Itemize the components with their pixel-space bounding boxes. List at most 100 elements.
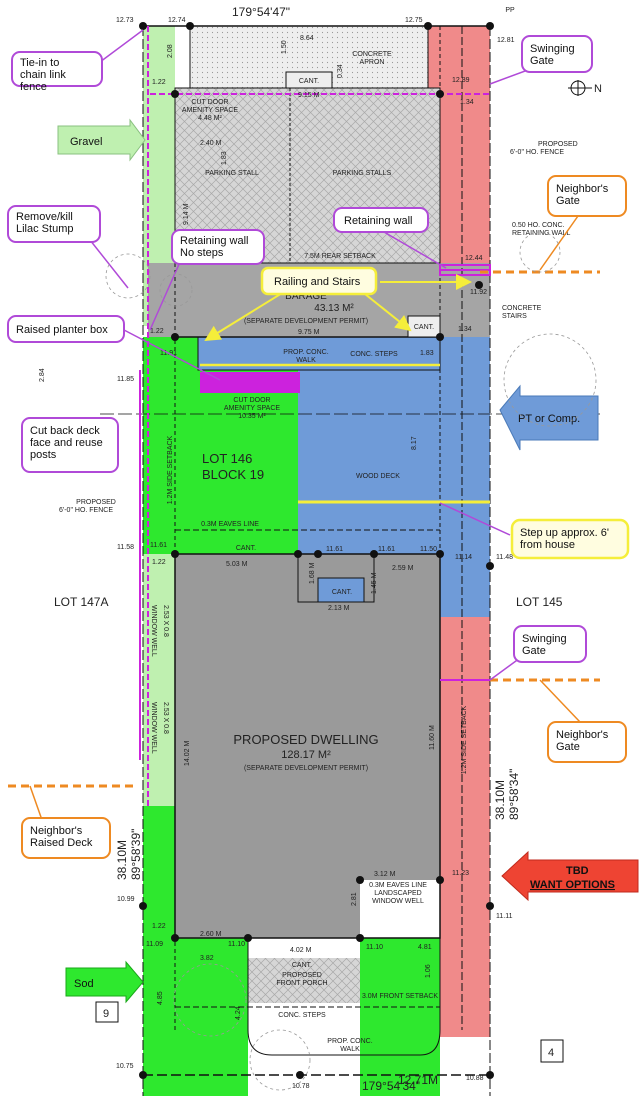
eaves-label: 0.3M EAVES LINE	[201, 521, 259, 528]
front-porch	[248, 958, 360, 1003]
red-strip-lower	[440, 617, 490, 1037]
dimension-labels: 12.73 12.74 12.75 12.81 8.64 1.50 0.34 2…	[39, 17, 515, 1090]
callout-raised-planter-text: Raised planter box	[16, 324, 108, 336]
dim: 12.44	[465, 255, 483, 262]
rear-setback-label: 7.5M REAR SETBACK	[304, 253, 376, 260]
dwelling-area: 128.17 M²	[281, 749, 331, 761]
gravel-arrow	[57, 118, 146, 162]
cant-label: CANT.	[299, 78, 319, 85]
tree-outlines	[105, 231, 597, 1091]
dim: 12.74	[168, 17, 186, 24]
amenity-mid-label: 10.35 M²	[238, 413, 266, 420]
retaining-wall-spec: 0.50 HO. CONC.	[512, 222, 565, 229]
dim: 10.75	[116, 1063, 134, 1070]
raised-planter-box	[200, 372, 300, 393]
proposed-fence-right: PROPOSED	[538, 141, 578, 148]
eaves-front-label: WINDOW WELL	[372, 898, 424, 905]
lot-labels: LOT 147A LOT 145 LOT 146 BLOCK 19	[54, 451, 563, 609]
dim: 12.81	[497, 37, 515, 44]
gravel-text: Gravel	[70, 136, 102, 148]
dim: 4.85	[157, 991, 164, 1005]
dim: 10.78	[292, 1083, 310, 1090]
dim: 1.34	[460, 99, 474, 106]
dim: 2.81	[351, 892, 358, 906]
dim: 11.10	[366, 944, 383, 951]
prop-walk-label: WALK	[296, 357, 316, 364]
callout-raised-planter	[7, 315, 125, 343]
dim: 10.99	[117, 896, 135, 903]
dim: 12.89	[452, 77, 470, 84]
dim: 5.03 M	[226, 561, 248, 568]
green-front-yard-left	[143, 938, 248, 1096]
eaves-front-label: 0.3M EAVES LINE	[369, 882, 427, 889]
side-setback-right: 1.2M SIDE SETBACK	[461, 705, 468, 774]
dim: 11.92	[470, 289, 487, 296]
parking-stall-label: PARKING STALL	[205, 170, 259, 177]
dim: 8.64	[300, 35, 314, 42]
window-well-size: 2.53 X 0.8	[162, 702, 169, 734]
apron-label: APRON	[360, 59, 385, 66]
callout-step-up-text: Step up approx. 6'from house	[520, 527, 609, 551]
dim: 9.14 M	[183, 203, 190, 225]
dim: 12.75	[405, 17, 423, 24]
dim: 1.50	[281, 40, 288, 54]
dim: 9.75 M	[298, 329, 320, 336]
dim: 4.02 M	[290, 947, 312, 954]
callout-cut-back	[21, 417, 119, 473]
dim: 3.12 M	[374, 871, 396, 878]
lot-subject: LOT 146	[202, 451, 252, 466]
parking-stalls-label: PARKING STALLS	[333, 170, 392, 177]
dim: 11.09	[146, 941, 163, 948]
bearing-left: 89°58'39"	[129, 829, 143, 880]
porch-label: FRONT PORCH	[276, 980, 327, 987]
dim: 1.45 M	[371, 572, 378, 594]
dim: 1.83	[221, 151, 228, 165]
amenity-top-label: CUT DOOR	[191, 99, 228, 106]
dim: 4.24	[235, 1006, 242, 1020]
dim: 1.83	[420, 350, 434, 357]
overlay-lines	[8, 26, 600, 806]
tbd-arrow	[501, 850, 639, 902]
prop-walk-label: PROP. CONC.	[283, 349, 328, 356]
dim: 1.22	[152, 559, 166, 566]
green-front-yard-right	[360, 938, 440, 1096]
dim: 0.34	[337, 64, 344, 78]
lot-left: LOT 147A	[54, 595, 108, 609]
garage-permit: (SEPARATE DEVELOPMENT PERMIT)	[244, 318, 368, 325]
dim: 1.68 M	[309, 562, 316, 584]
cant-left-label: CANT.	[236, 545, 256, 552]
apron-label: CONCRETE	[352, 51, 392, 58]
tbd-text-2: WANT OPTIONS	[530, 879, 615, 891]
dim: 11.48	[496, 554, 513, 561]
conc-steps-front-label: CONC. STEPS	[278, 1012, 326, 1019]
landscaped-window-well	[360, 880, 440, 938]
callout-remove-kill	[7, 205, 101, 243]
dim: 14.02 M	[184, 741, 191, 766]
dim: 11.61	[326, 546, 343, 553]
proposed-fence-left: PROPOSED	[76, 499, 116, 506]
garage-label: BARAGE	[285, 291, 327, 302]
conc-steps-label: CONC. STEPS	[350, 351, 398, 358]
window-well-label: WINDOW WELL	[150, 702, 157, 754]
callout-retaining-wall	[333, 207, 429, 233]
garage-area: 43.13 M²	[314, 303, 354, 314]
distance-right: 38.10M	[493, 780, 507, 820]
bearings: 179°54'47" 179°54'34" 12.71M 38.10M 89°5…	[115, 5, 521, 1093]
prop-walk-front-label: WALK	[340, 1046, 360, 1053]
pp-label: PP	[505, 7, 515, 14]
dim: 2.08	[167, 44, 174, 58]
bearing-bottom: 179°54'34"	[362, 1079, 420, 1093]
house-num-left: 9	[103, 1008, 109, 1020]
dim: 2.13 M	[328, 605, 350, 612]
callout-retaining-no-steps	[171, 229, 265, 265]
callout-railing-stairs	[260, 266, 378, 296]
dim: 1.22	[150, 328, 164, 335]
lot-right: LOT 145	[516, 595, 563, 609]
dim: 1.22	[152, 79, 166, 86]
cant-label-mid: CANT.	[414, 324, 434, 331]
side-setback-left: 1.2M SIDE SETBACK	[167, 435, 174, 504]
